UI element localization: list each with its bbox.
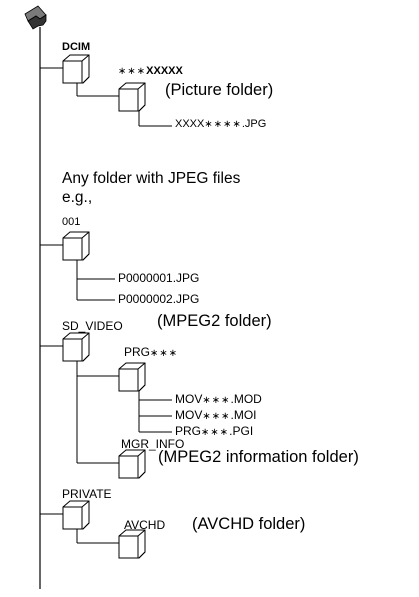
picture-folder-stars: ∗∗∗ — [118, 66, 147, 77]
jpeg-folder-name: 001 — [62, 216, 81, 228]
prg-folder-stars: ∗∗∗ — [150, 348, 179, 359]
pgi-file-prefix: PRG — [175, 424, 202, 438]
jpeg-folder-icon — [62, 231, 90, 261]
mod-file-stars: ∗∗∗ — [202, 395, 231, 406]
prg-folder-icon — [118, 362, 146, 392]
moi-file-suffix: .MOI — [230, 408, 257, 422]
moi-file-prefix: MOV — [175, 408, 203, 422]
avchd-label: AVCHD — [124, 518, 166, 532]
jpeg-note-line2: e.g., — [62, 189, 93, 206]
avchd-folder-icon — [118, 529, 146, 559]
prg-folder-prefix: PRG — [124, 345, 151, 359]
moi-file-name: MOV∗∗∗.MOI — [175, 409, 256, 422]
jpg-file-stars: ∗∗∗∗ — [204, 119, 242, 130]
picture-folder-icon — [118, 82, 146, 112]
mod-file-prefix: MOV — [175, 392, 203, 406]
jpeg-file-2: P0000002.JPG — [118, 292, 200, 306]
dcim-label: DCIM — [62, 41, 91, 53]
moi-file-stars: ∗∗∗ — [202, 411, 231, 422]
sd-video-folder-icon — [62, 332, 90, 362]
pgi-file-stars: ∗∗∗ — [201, 427, 230, 438]
dcim-folder-icon — [62, 54, 90, 84]
mod-file-suffix: .MOD — [230, 392, 262, 406]
avchd-description: (AVCHD folder) — [192, 515, 306, 533]
prg-folder-name: PRG∗∗∗ — [124, 346, 178, 359]
sd-video-label: SD_VIDEO — [62, 319, 123, 333]
sd-card-icon — [24, 5, 47, 30]
jpg-file-suffix: .JPG — [241, 118, 267, 130]
private-folder-icon — [62, 500, 90, 530]
pgi-file-suffix: .PGI — [229, 424, 254, 438]
picture-folder-name: ∗∗∗XXXXX — [118, 66, 183, 77]
jpeg-file-1: P0000001.JPG — [118, 271, 200, 285]
mgr-info-label: MGR_INFO — [121, 437, 185, 451]
jpg-file-name: XXXX∗∗∗∗.JPG — [175, 119, 266, 130]
picture-folder-xxxxx: XXXXX — [146, 65, 183, 77]
picture-folder-description: (Picture folder) — [165, 81, 274, 99]
jpeg-note-line1: Any folder with JPEG files — [62, 170, 241, 187]
pgi-file-name: PRG∗∗∗.PGI — [175, 425, 253, 438]
private-label: PRIVATE — [62, 487, 112, 501]
mod-file-name: MOV∗∗∗.MOD — [175, 393, 262, 406]
mgr-info-folder-icon — [118, 449, 146, 479]
sd-video-description: (MPEG2 folder) — [157, 312, 272, 330]
jpg-file-prefix: XXXX — [175, 118, 205, 130]
mgr-info-description: (MPEG2 information folder) — [158, 448, 359, 466]
